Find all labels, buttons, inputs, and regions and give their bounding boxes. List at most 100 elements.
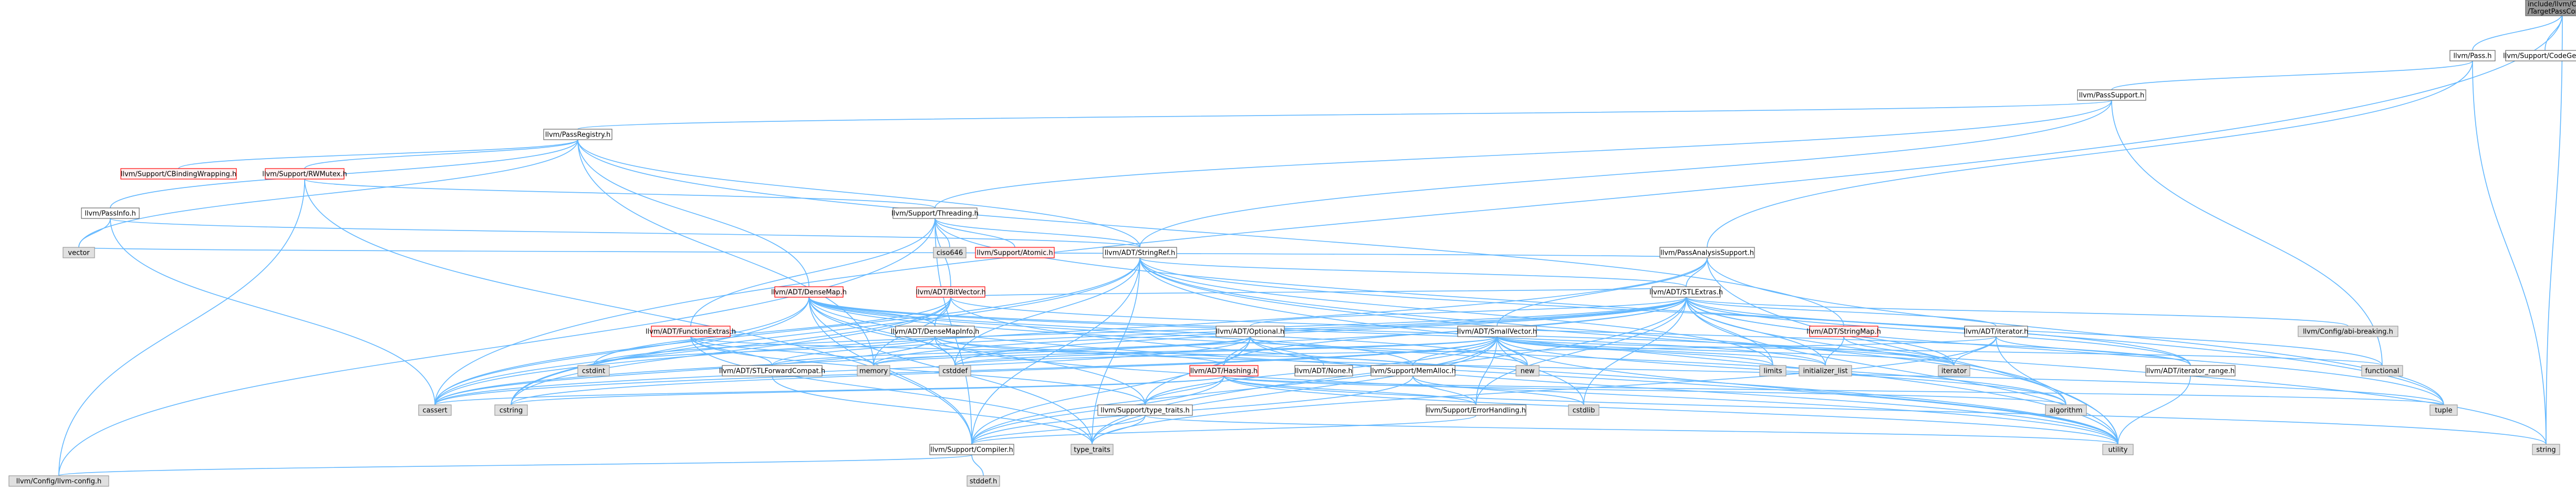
node-cstdlib[interactable]: cstdlib (1568, 404, 1599, 416)
edge-pass_support-to-functional (2111, 100, 2383, 366)
node-tuple[interactable]: tuple (2429, 404, 2458, 416)
node-vector[interactable]: vector (63, 247, 95, 258)
node-box (2045, 404, 2087, 416)
node-optional[interactable]: llvm/ADT/Optional.h (1216, 326, 1285, 337)
node-box (1964, 326, 2028, 337)
edge-stlextras-to-initializer_list (1686, 297, 1826, 366)
node-box (8, 475, 109, 487)
edge-adt_iterator-to-type_traits (1092, 336, 1997, 445)
node-memalloc[interactable]: llvm/Support/MemAlloc.h (1370, 365, 1456, 377)
node-stddef[interactable]: stddef.h (967, 475, 1000, 487)
node-label: type_traits (1074, 446, 1110, 454)
node-label: new (1521, 368, 1535, 375)
node-densemapinfo[interactable]: llvm/ADT/DenseMapInfo.h (891, 326, 979, 337)
dependency-edges (58, 13, 2563, 476)
edge-stlextras-to-cstdint (593, 297, 1687, 366)
edge-stlextras-to-config_abi (1686, 297, 2349, 327)
node-type-traits[interactable]: type_traits (1071, 444, 1114, 455)
node-hashing[interactable]: llvm/ADT/Hashing.h (1189, 365, 1259, 377)
edge-pass-to-string (2472, 60, 2547, 445)
edge-stlforward-to-type_traits (772, 375, 1093, 445)
node-pass-support[interactable]: llvm/PassSupport.h (2077, 89, 2146, 101)
node-root[interactable]: include/llvm/CodeGen/TargetPassConfig.h (2525, 0, 2576, 16)
node-rwmutex[interactable]: llvm/Support/RWMutex.h (262, 168, 347, 180)
node-pass[interactable]: llvm/Pass.h (2449, 50, 2496, 61)
node-pass-info[interactable]: llvm/PassInfo.h (81, 207, 140, 219)
node-box (1799, 365, 1852, 377)
node-label: string (2536, 446, 2556, 454)
node-label: llvm/Support/MemAlloc.h (1370, 368, 1456, 375)
node-error-handling[interactable]: llvm/Support/ErrorHandling.h (1426, 404, 1526, 416)
node-label: llvm/Support/Atomic.h (977, 249, 1053, 257)
edge-smallvector-to-cstdlib (1497, 336, 1584, 405)
node-box (1759, 365, 1786, 377)
node-atomic[interactable]: llvm/Support/Atomic.h (975, 247, 1055, 258)
node-label: llvm/Support/Threading.h (891, 210, 979, 218)
edge-pass_analysis-to-vector (78, 247, 1708, 258)
node-functional[interactable]: functional (2361, 365, 2403, 377)
node-cbinding[interactable]: llvm/Support/CBindingWrapping.h (120, 168, 237, 180)
node-box (2145, 365, 2236, 377)
edge-pass_analysis-to-cassert (434, 257, 1708, 405)
node-stringmap[interactable]: llvm/ADT/StringMap.h (1806, 326, 1881, 337)
node-adt-iterator[interactable]: llvm/ADT/iterator.h (1964, 326, 2029, 337)
node-utility[interactable]: utility (2102, 444, 2134, 455)
node-cstddef[interactable]: cstddef (939, 365, 971, 377)
node-initializer-list[interactable]: initializer_list (1799, 365, 1852, 377)
node-label: llvm/ADT/FunctionExtras.h (646, 328, 736, 336)
edge-stringref-to-cstddef (954, 257, 1140, 366)
node-memory[interactable]: memory (857, 365, 890, 377)
edge-threading-to-atomic (934, 218, 1015, 248)
edge-root-to-string (2546, 13, 2563, 445)
node-iterator[interactable]: iterator (1938, 365, 1970, 377)
node-ciso646[interactable]: ciso646 (933, 247, 967, 258)
node-box (722, 365, 823, 377)
node-cassert[interactable]: cassert (418, 404, 452, 416)
node-limits[interactable]: limits (1759, 365, 1786, 377)
node-string[interactable]: string (2532, 444, 2560, 455)
node-compiler[interactable]: llvm/Support/Compiler.h (929, 444, 1014, 455)
node-box (774, 286, 844, 298)
edge-pass_registry-to-stringref (577, 139, 1140, 248)
node-label: llvm/ADT/Hashing.h (1190, 368, 1258, 375)
node-cstring[interactable]: cstring (494, 404, 528, 416)
node-smallvector[interactable]: llvm/ADT/SmallVector.h (1457, 326, 1537, 337)
node-config-abi[interactable]: llvm/Config/abi-breaking.h (2298, 326, 2398, 337)
node-stringref[interactable]: llvm/ADT/StringRef.h (1103, 247, 1177, 258)
node-cstdint[interactable]: cstdint (577, 365, 610, 377)
edge-smallvector-to-cstddef (954, 336, 1498, 366)
node-stlextras[interactable]: llvm/ADT/STLExtras.h (1649, 286, 1723, 298)
edge-densemapinfo-to-cstdint (593, 336, 936, 366)
node-bitvector[interactable]: llvm/ADT/BitVector.h (916, 286, 986, 298)
node-label: llvm/ADT/STLForwardCompat.h (719, 368, 825, 375)
node-llvm-config[interactable]: llvm/Config/llvm-config.h (8, 475, 109, 487)
node-box (543, 129, 612, 140)
dependency-nodes: include/llvm/CodeGen/TargetPassConfig.h l… (8, 0, 2576, 487)
node-algorithm[interactable]: algorithm (2045, 404, 2087, 416)
edge-stringref-to-iterator_range (1139, 257, 2191, 366)
node-label: llvm/Pass.h (2453, 53, 2491, 60)
node-box (120, 168, 237, 180)
node-densemap[interactable]: llvm/ADT/DenseMap.h (771, 286, 847, 298)
edge-memalloc-to-cstdlib (1412, 375, 1584, 405)
node-box (2077, 89, 2146, 101)
node-label: llvm/ADT/BitVector.h (916, 289, 985, 297)
node-new[interactable]: new (1515, 365, 1540, 377)
node-threading[interactable]: llvm/Support/Threading.h (891, 207, 979, 219)
node-function-extras[interactable]: llvm/ADT/FunctionExtras.h (646, 326, 736, 337)
node-box (1097, 404, 1193, 416)
node-adt-none[interactable]: llvm/ADT/None.h (1294, 365, 1353, 377)
edge-optional-to-cassert (434, 336, 1251, 405)
edge-pass_analysis-to-smallvector (1497, 257, 1708, 327)
edge-pass_registry-to-densemap (577, 139, 809, 287)
node-pass-analysis[interactable]: llvm/PassAnalysisSupport.h (1659, 247, 1755, 258)
node-stlforward[interactable]: llvm/ADT/STLForwardCompat.h (719, 365, 825, 377)
node-support-codegen[interactable]: llvm/Support/CodeGen.h (2503, 50, 2576, 61)
node-pass-registry[interactable]: llvm/PassRegistry.h (543, 129, 612, 140)
node-iterator-range[interactable]: llvm/ADT/iterator_range.h (2145, 365, 2236, 377)
node-box (975, 247, 1055, 258)
node-type-traits-llvm[interactable]: llvm/Support/type_traits.h (1097, 404, 1193, 416)
edge-smallvector-to-compiler (971, 336, 1498, 445)
node-box (933, 247, 967, 258)
